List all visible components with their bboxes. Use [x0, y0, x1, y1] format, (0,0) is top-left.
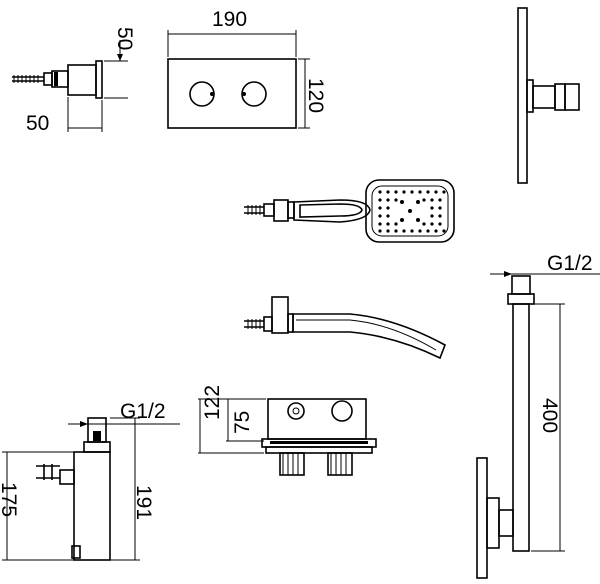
dim-arm-length: 400 — [538, 398, 561, 433]
control-plate-outline — [167, 58, 297, 129]
dim-spout-thread: G1/2 — [120, 400, 166, 423]
dim-control-plate-height: 120 — [304, 78, 327, 113]
dim-spout-height-175: 175 — [0, 482, 20, 517]
hand-shower-side-view — [244, 296, 446, 360]
dim-spout-height-191: 191 — [132, 485, 155, 520]
dim-wall-outlet-height: 50 — [113, 27, 136, 50]
shower-arm-pipe — [512, 303, 530, 552]
spray-nozzles — [378, 190, 446, 233]
hand-shower-front-view — [244, 179, 455, 243]
shower-arm-view: G1/2 400 — [476, 252, 600, 579]
rain-shower-side-view — [517, 7, 580, 184]
dim-arm-thread: G1/2 — [547, 252, 593, 275]
dim-wall-outlet-depth: 50 — [26, 112, 49, 135]
bath-spout-view: G1/2 175 191 — [0, 400, 180, 561]
concealed-valve-view: 122 75 — [198, 385, 377, 476]
dim-valve-height: 122 — [201, 385, 224, 420]
dim-control-plate-width: 190 — [212, 8, 247, 31]
dim-valve-inlet-height: 75 — [231, 411, 254, 434]
control-plate-view: 190 120 — [167, 8, 327, 129]
hand-shower-head — [365, 179, 455, 243]
wall-outlet-view: 50 50 — [12, 27, 136, 135]
